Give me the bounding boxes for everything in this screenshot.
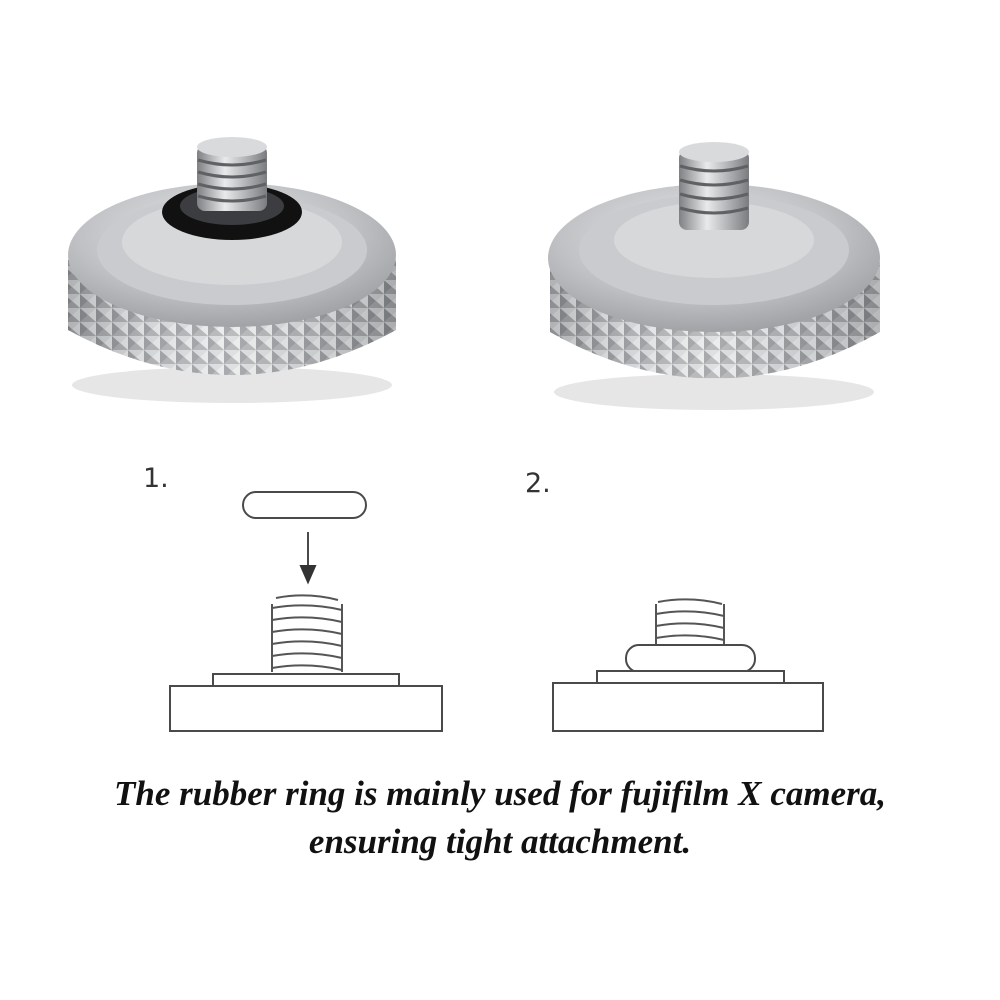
step-1-label: 1. [143,463,169,494]
caption: The rubber ring is mainly used for fujif… [0,770,1000,866]
shutter-button-without-ring-image [548,142,880,410]
installation-diagram [169,491,824,732]
step-2-label: 2. [525,468,551,499]
shutter-button-with-ring-image [68,137,396,403]
product-photo [68,137,880,410]
rubber-ring-shape [242,491,367,519]
step-2-diagram [552,598,824,732]
step-1-diagram [169,491,443,732]
installed-rubber-ring [625,644,756,673]
caption-line-1: The rubber ring is mainly used for fujif… [114,774,886,813]
caption-line-2: ensuring tight attachment. [308,822,692,861]
